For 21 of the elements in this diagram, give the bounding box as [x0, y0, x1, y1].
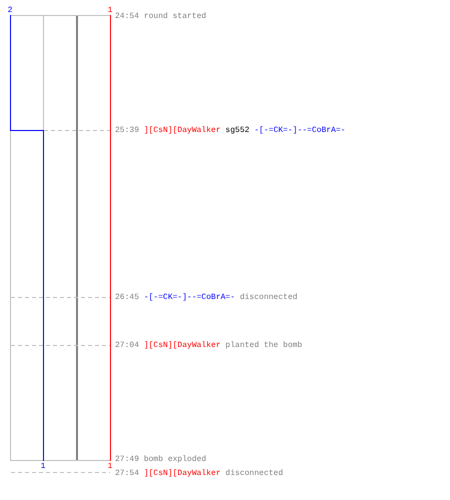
- weapon-name: sg552: [225, 126, 250, 134]
- timestamp-label: 26:45: [115, 292, 140, 302]
- player-count-label: 1: [106, 462, 114, 470]
- timestamp-label: 27:04: [115, 340, 140, 350]
- player-count-label: 1: [40, 462, 46, 470]
- timestamp-label: 27:49: [115, 454, 140, 464]
- player-name: ][CsN][DayWalker: [144, 468, 221, 478]
- event-text: round started: [144, 12, 206, 20]
- player-count-label: 2: [6, 6, 14, 14]
- player-name: -[-=CK=-]--=CoBrA=-: [144, 292, 236, 302]
- timestamp-label: 27:54: [115, 468, 140, 478]
- event-text: planted the bomb: [225, 340, 302, 350]
- player-name: ][CsN][DayWalker: [144, 126, 221, 134]
- event-text: disconnected: [240, 292, 298, 302]
- timestamp-label: 25:39: [115, 126, 140, 134]
- event-text: bomb exploded: [144, 454, 206, 464]
- player-name: ][CsN][DayWalker: [144, 340, 221, 350]
- player-count-label: 1: [106, 6, 114, 14]
- event-text: disconnected: [225, 468, 284, 478]
- player-name: -[-=CK=-]--=CoBrA=-: [254, 126, 346, 134]
- timestamp-label: 24:54: [115, 12, 140, 20]
